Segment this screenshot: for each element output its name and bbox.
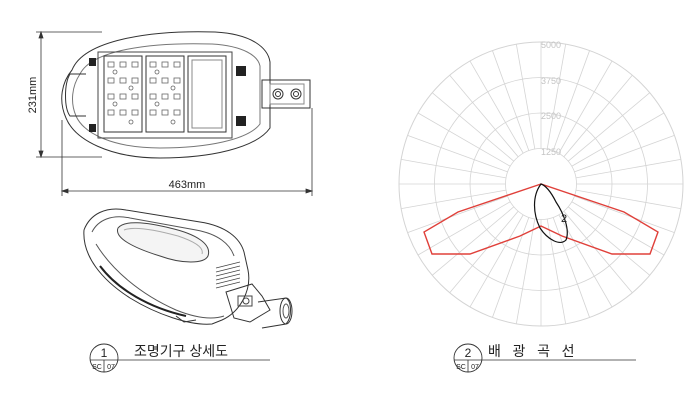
polar-radial-line [567, 92, 651, 162]
polar-radial-line [401, 158, 507, 179]
height-dimension-label: 231mm [27, 77, 39, 114]
detail-callout-1: 1 SC 07 조명기구 상세도 [89, 343, 270, 373]
detail-sheet-no: 07 [107, 364, 115, 371]
polar-radial-line [571, 112, 665, 167]
ring-label-2500: 2500 [541, 111, 561, 121]
width-dimension [60, 108, 314, 196]
distribution-curve-transverse [423, 183, 659, 255]
polar-radial-line [515, 44, 536, 150]
polar-radial-line [431, 206, 515, 276]
polar-diagram: 1250 2500 3750 5000 2 [398, 40, 684, 327]
detail-sheet: SC [456, 364, 466, 371]
polar-radial-line [469, 60, 524, 154]
polar-radial-line [417, 201, 511, 256]
width-dimension-label: 463mm [169, 179, 206, 191]
detail-title: 조명기구 상세도 [134, 343, 228, 359]
detail-sheet: SC [92, 364, 102, 371]
curve-label: 2 [561, 213, 567, 225]
polar-radial-line [574, 135, 675, 173]
polar-radial-line [567, 206, 651, 276]
polar-radial-line [469, 214, 524, 308]
polar-grid [398, 41, 684, 327]
polar-radial-line [417, 112, 511, 167]
polar-ring-labels: 1250 2500 3750 5000 [541, 40, 561, 157]
polar-radial-line [449, 74, 519, 158]
detail-number: 1 [101, 346, 108, 360]
luminaire-plan-view [61, 31, 311, 159]
polar-radial-line [492, 217, 530, 318]
polar-radial-line [563, 74, 633, 158]
polar-radial-line [575, 189, 681, 210]
polar-radial-line [552, 217, 590, 318]
polar-radial-line [449, 210, 519, 294]
ring-label-5000: 5000 [541, 40, 561, 50]
polar-radial-line [515, 218, 536, 324]
polar-radial-line [552, 50, 590, 151]
polar-radial-line [575, 158, 681, 179]
detail-title: 배 광 곡 선 [488, 343, 575, 359]
polar-radial-line [563, 210, 633, 294]
polar-radial-line [558, 60, 613, 154]
ring-label-1250: 1250 [541, 147, 561, 157]
luminaire-perspective-view [83, 208, 293, 329]
polar-radial-line [407, 135, 508, 173]
polar-radial-line [401, 189, 507, 210]
polar-radial-line [574, 195, 675, 233]
polar-radial-line [546, 44, 567, 150]
height-dimension [36, 30, 102, 159]
ring-label-3750: 3750 [541, 76, 561, 86]
polar-radial-line [492, 50, 530, 151]
detail-callout-2: 2 SC 07 배 광 곡 선 [453, 343, 636, 373]
polar-radial-line [431, 92, 515, 162]
polar-radial-line [571, 201, 665, 256]
distribution-curve-longitudinal [533, 183, 568, 243]
polar-radial-line [546, 218, 567, 324]
detail-sheet-no: 07 [471, 364, 479, 371]
polar-radial-line [407, 195, 508, 233]
detail-number: 2 [465, 346, 472, 360]
